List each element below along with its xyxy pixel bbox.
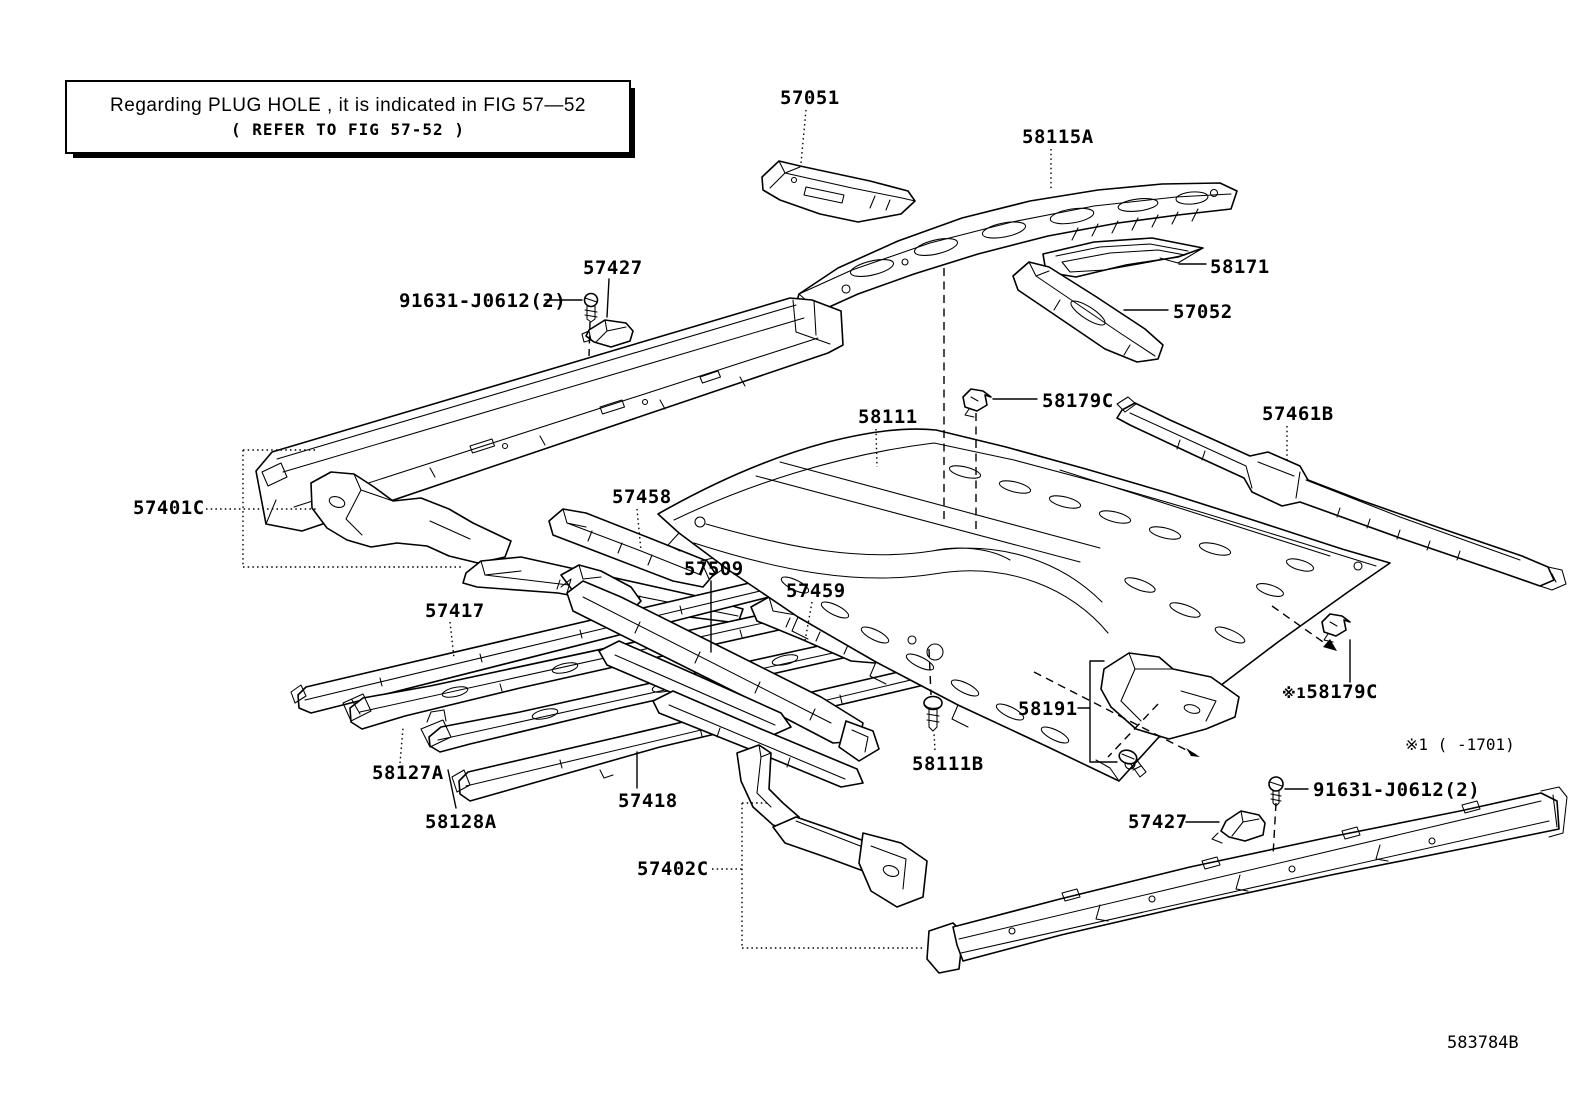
clip-58179C-bottom-icon — [1321, 613, 1351, 643]
part-58171-drawing — [1042, 237, 1204, 278]
part-label-58171: 58171 — [1210, 256, 1270, 278]
note-line-2: ( REFER TO FIG 57-52 ) — [231, 120, 465, 139]
leader-lines-dotted — [206, 109, 1288, 949]
part-57427-bottom-drawing — [1211, 810, 1266, 844]
part-57051-drawing — [761, 160, 916, 223]
drawing-code: 583784B — [1447, 1033, 1519, 1053]
part-57458-drawing — [548, 508, 724, 588]
part-label-ref-58179C: ※158179C — [1282, 681, 1378, 703]
part-58115A-drawing — [791, 182, 1238, 322]
part-label-57418: 57418 — [618, 790, 678, 812]
clip-58179C-top-icon — [962, 388, 992, 418]
part-label-58111: 58111 — [858, 406, 918, 428]
part-label-58128A: 58128A — [425, 811, 497, 833]
part-57402C-inner-drawing — [736, 744, 928, 908]
part-label-57401C: 57401C — [133, 497, 205, 519]
screw-91631-top-icon — [583, 292, 599, 323]
part-label-57427-top: 57427 — [583, 257, 643, 279]
note-line-1: Regarding PLUG HOLE , it is indicated in… — [110, 95, 586, 116]
part-57052-drawing — [1012, 261, 1164, 363]
part-label-58111B: 58111B — [912, 753, 984, 775]
screw-58111B-icon — [923, 695, 943, 732]
part-label-57461B: 57461B — [1262, 403, 1334, 425]
part-label-57402C: 57402C — [637, 858, 709, 880]
part-label-91631-J0612-top: 91631-J0612(2) — [399, 290, 566, 312]
part-label-57427-bottom: 57427 — [1128, 811, 1188, 833]
leader-lines-solid — [447, 263, 1351, 823]
part-label-57052: 57052 — [1173, 301, 1233, 323]
part-label-57509: 57509 — [684, 558, 744, 580]
part-label-57417: 57417 — [425, 600, 485, 622]
footnote-production-range: ※1 ( -1701) — [1405, 735, 1515, 754]
assembly-dashed-lines — [588, 268, 1337, 857]
part-label-91631-J0612-bottom: 91631-J0612(2) — [1313, 779, 1480, 801]
part-label-58127A: 58127A — [372, 762, 444, 784]
part-57427-top-drawing — [581, 319, 634, 348]
part-label-57051: 57051 — [780, 87, 840, 109]
part-57509-drawing — [560, 578, 880, 762]
crossmember-lower-pieces-drawing — [598, 640, 864, 788]
plug-hole-note-box: Regarding PLUG HOLE , it is indicated in… — [65, 80, 631, 154]
part-label-58115A: 58115A — [1022, 126, 1094, 148]
part-label-58179C-top: 58179C — [1042, 390, 1114, 412]
part-label-57459: 57459 — [786, 580, 846, 602]
part-57402C-rocker-drawing — [926, 786, 1568, 974]
screw-91631-bottom-icon — [1268, 776, 1284, 807]
part-label-58191: 58191 — [1018, 698, 1078, 720]
part-57461B-drawing — [1116, 396, 1567, 591]
part-label-57458: 57458 — [612, 486, 672, 508]
part-57401C-bracket-drawing — [310, 471, 512, 564]
part-58191-drawing — [1100, 652, 1240, 778]
part-number-labels: 57051 58115A 58171 57052 57427 91631-J0612(2)… — [133, 87, 1480, 880]
